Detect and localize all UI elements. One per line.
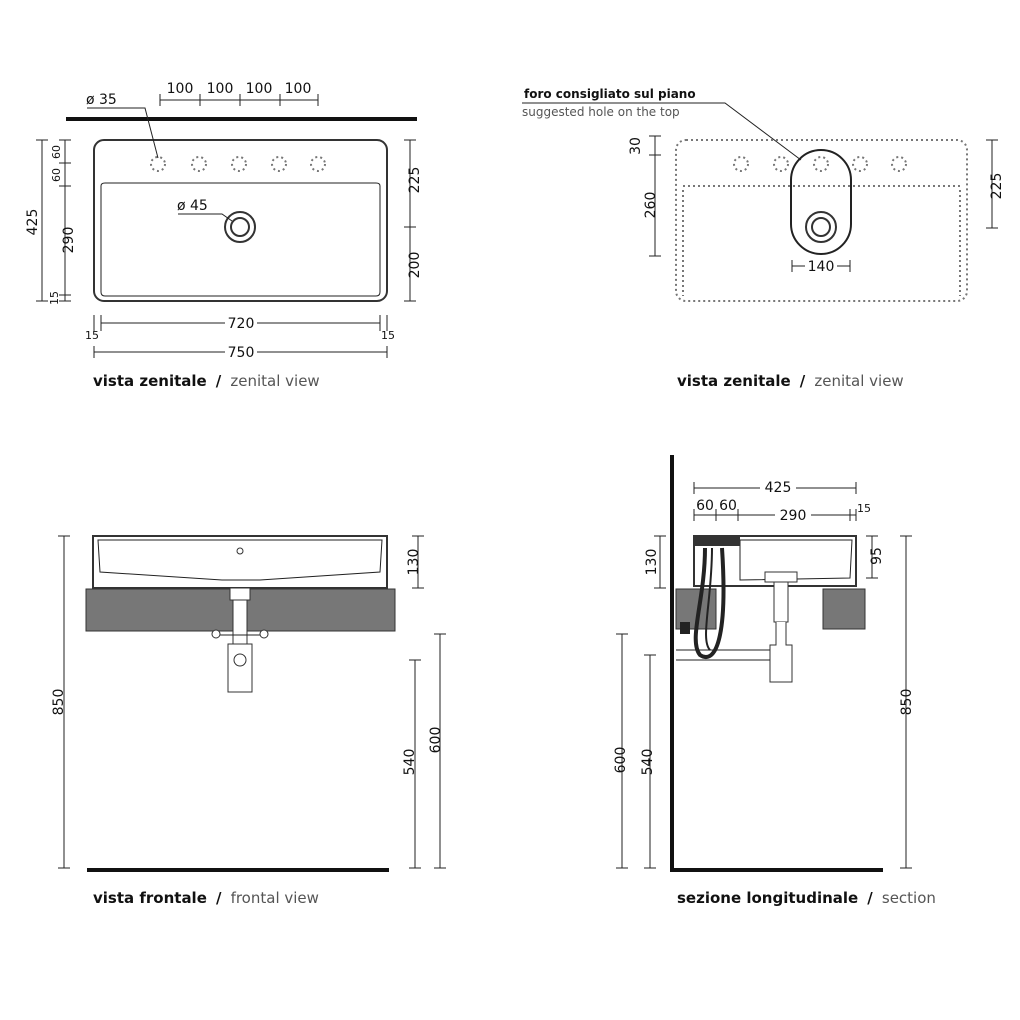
caption-top-left: vista zenitale / zenital view <box>93 371 320 390</box>
siphon <box>227 643 253 693</box>
tap-hole <box>891 156 907 172</box>
left-total-label: 425 <box>25 209 41 236</box>
inner-height-label: 95 <box>869 547 885 565</box>
right-b-label: 200 <box>407 252 423 279</box>
tap-deck <box>694 536 740 546</box>
note-leader <box>522 102 802 161</box>
top-left-zenital-view: ø 35 ø 45 100 100 100 100 425 60 60 290 … <box>25 81 423 390</box>
bottom-right-section-view: 425 60 60 290 15 130 95 600 540 <box>613 455 936 907</box>
right-a-label: 225 <box>989 173 1005 200</box>
tap-height-label: 600 <box>613 747 629 774</box>
bottom-right-label: 15 <box>381 329 395 342</box>
bowl-section <box>739 539 853 581</box>
drain-pipe <box>232 599 248 645</box>
tap-hole <box>813 156 829 172</box>
hole-leader <box>87 107 159 159</box>
height-label: 130 <box>644 549 660 576</box>
left-d-label: 15 <box>48 291 61 305</box>
total-height-label: 850 <box>899 689 915 716</box>
basin-outline-dotted <box>675 139 968 302</box>
drain-height-label: 540 <box>640 749 656 776</box>
bottom-outer-label: 750 <box>228 345 255 361</box>
left-a-label: 60 <box>50 145 63 159</box>
basin-section <box>693 535 857 587</box>
drain-fitting <box>764 571 798 583</box>
bottom-left-label: 15 <box>85 329 99 342</box>
tap-hole <box>231 156 247 172</box>
seg-c-label: 290 <box>780 508 807 524</box>
left-b-label: 260 <box>643 192 659 219</box>
wall-valve <box>680 622 690 634</box>
basin-bowl <box>100 182 381 297</box>
tap-hole <box>271 156 287 172</box>
seg-d-label: 15 <box>857 502 871 515</box>
caption-bottom-right: sezione longitudinale / section <box>677 888 936 907</box>
drain-inner <box>230 217 250 237</box>
tap-hole <box>852 156 868 172</box>
tap-valve <box>259 629 269 639</box>
hole-diameter-label: ø 35 <box>86 92 117 108</box>
right-a-label: 225 <box>407 167 423 194</box>
caption-top-right: vista zenitale / zenital view <box>677 371 904 390</box>
drain-diameter-label: ø 45 <box>177 198 208 214</box>
drain-leader <box>178 213 233 222</box>
tap-valve <box>211 629 221 639</box>
overflow-hole <box>236 547 244 555</box>
seg-b-label: 60 <box>719 498 737 514</box>
suggested-hole-note-en: suggested hole on the top <box>522 105 680 119</box>
tap-hole <box>733 156 749 172</box>
bottom-inner-label: 720 <box>228 316 255 332</box>
basin-front <box>92 535 388 589</box>
spacing-label: 100 <box>167 81 194 97</box>
bowl-dotted <box>682 185 961 296</box>
flexible-hose <box>693 547 726 659</box>
suggested-hole-slot <box>790 149 852 255</box>
tap-hole <box>773 156 789 172</box>
spacing-label: 100 <box>207 81 234 97</box>
left-b-label: 60 <box>50 168 63 182</box>
depth-label: 425 <box>765 480 792 496</box>
left-c-label: 290 <box>61 227 77 254</box>
drain-height-label: 540 <box>402 749 418 776</box>
caption-bottom-left: vista frontale / frontal view <box>93 888 319 907</box>
tap-hole <box>191 156 207 172</box>
tap-hole <box>310 156 326 172</box>
seg-a-label: 60 <box>696 498 714 514</box>
tap-height-label: 600 <box>428 727 444 754</box>
total-height-label: 850 <box>51 689 67 716</box>
basin-height-label: 130 <box>406 549 422 576</box>
left-a-label: 30 <box>628 137 644 155</box>
drain-pipe <box>773 581 789 623</box>
hole-width-label: 140 <box>808 259 835 275</box>
suggested-hole-note: foro consigliato sul piano <box>524 87 696 101</box>
tap-hole <box>150 156 166 172</box>
drain-fitting <box>229 587 251 601</box>
basin-bowl-profile <box>97 539 383 581</box>
spacing-label: 100 <box>246 81 273 97</box>
bottom-left-frontal-view: 850 130 540 600 vista frontale / frontal… <box>51 535 446 907</box>
siphon <box>769 622 793 683</box>
spacing-label: 100 <box>285 81 312 97</box>
top-right-zenital-view: foro consigliato sul piano suggested hol… <box>522 87 1005 390</box>
cabinet-section <box>822 588 866 630</box>
